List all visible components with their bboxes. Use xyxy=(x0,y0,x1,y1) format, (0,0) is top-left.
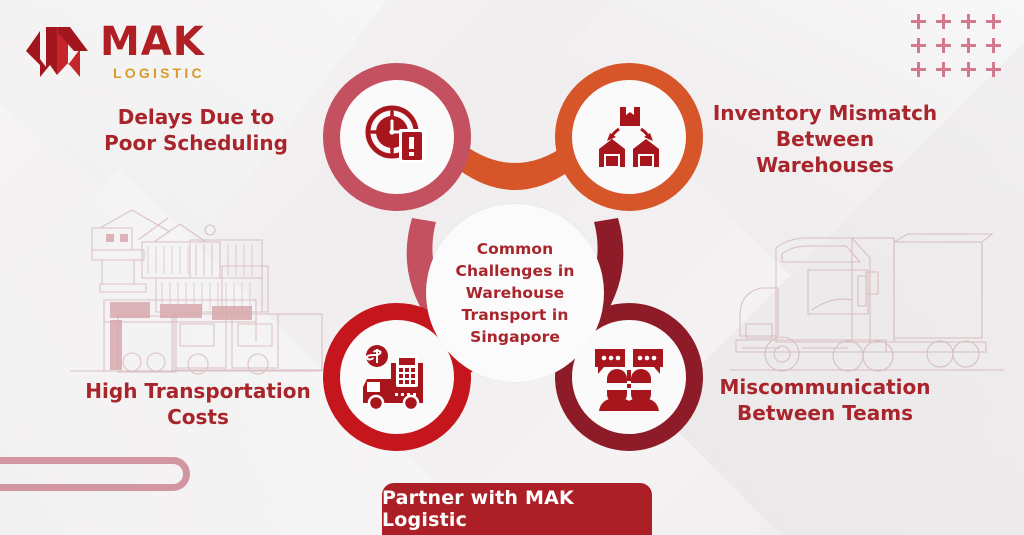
plus-icon xyxy=(982,34,1007,58)
truck-calculator-dollar-icon xyxy=(363,345,423,412)
box-warehouses-arrows-icon xyxy=(599,107,659,168)
two-people-speech-bubbles-icon xyxy=(595,349,663,411)
label-high-transportation-costs: High Transportation Costs xyxy=(85,379,311,429)
plus-icon xyxy=(907,34,932,58)
label-delays: Delays Due to Poor Scheduling xyxy=(104,105,288,155)
label-miscommunication: Miscommunication Between Teams xyxy=(719,375,931,425)
partner-cta-button[interactable]: Partner with MAK Logistic xyxy=(382,483,652,535)
plus-icon xyxy=(957,58,982,82)
center-title: Common Challenges in Warehouse Transport… xyxy=(455,240,575,346)
label-inventory-mismatch: Inventory Mismatch Between Warehouses xyxy=(712,101,938,177)
clock-document-icon xyxy=(365,105,425,163)
plus-icon xyxy=(932,10,957,34)
plus-icon xyxy=(907,58,932,82)
brand-tagline: LOGISTIC xyxy=(113,65,205,81)
plus-icon xyxy=(982,10,1007,34)
brand-name: MAK xyxy=(100,19,205,65)
node-inventory-mismatch[interactable] xyxy=(555,63,703,211)
plus-decoration-grid xyxy=(907,10,1007,82)
plus-icon xyxy=(957,10,982,34)
rounded-bar-decoration xyxy=(0,457,190,491)
semi-truck-lineart-icon xyxy=(730,233,1004,372)
plus-icon xyxy=(957,34,982,58)
center-hub: Common Challenges in Warehouse Transport… xyxy=(426,204,604,382)
plus-icon xyxy=(932,34,957,58)
brand-logo: MAK LOGISTIC xyxy=(24,22,205,80)
plus-icon xyxy=(982,58,1007,82)
plus-icon xyxy=(907,10,932,34)
mak-arrow-logo-icon xyxy=(26,27,88,77)
node-delays[interactable] xyxy=(323,63,471,211)
challenges-diagram: Common Challenges in Warehouse Transport… xyxy=(300,48,730,468)
warehouse-containers-trucks-lineart-icon xyxy=(70,209,323,375)
plus-icon xyxy=(932,58,957,82)
